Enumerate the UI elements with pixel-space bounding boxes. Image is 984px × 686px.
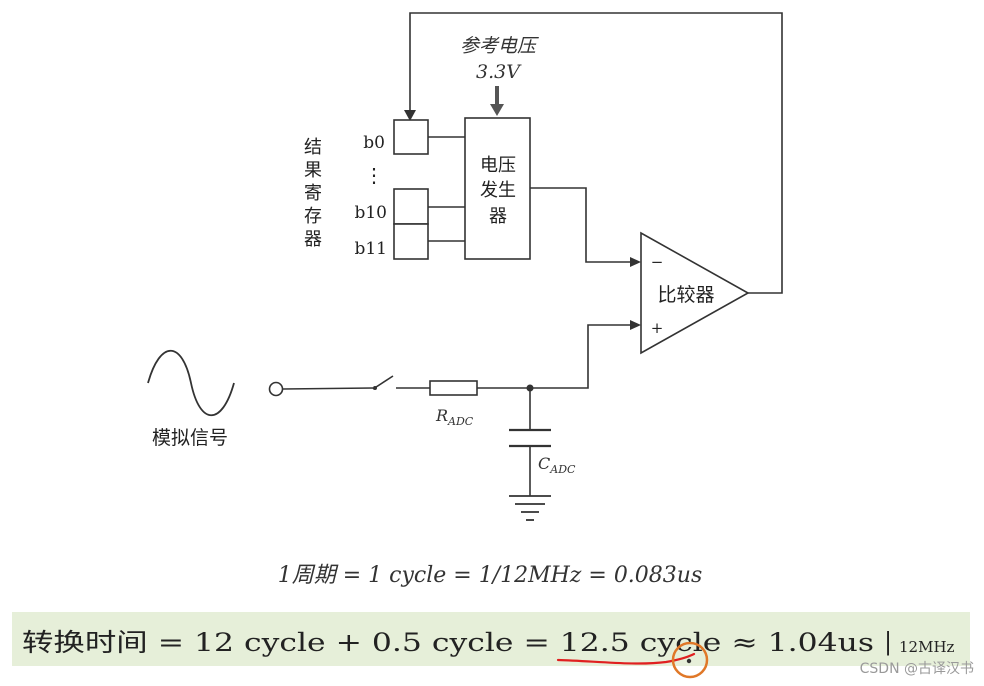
resistor-label: RADC (435, 406, 474, 428)
reference-voltage-value: 3.3V (476, 61, 522, 83)
analog-signal-label: 模拟信号 (152, 427, 228, 449)
watermark-text: CSDN @古译汉书 (860, 661, 974, 677)
register-bit-b11 (393, 223, 429, 260)
comparator-label: 比较器 (657, 284, 714, 306)
conversion-time-formula: 转换时间 = 12 cycle + 0.5 cycle = 12.5 cycle… (22, 628, 874, 657)
conversion-formula-band (12, 612, 970, 666)
formula-frequency-subscript: 12MHz (899, 638, 955, 656)
resistor-label-sub: ADC (447, 415, 474, 428)
bit-label-b11: b11 (354, 239, 387, 259)
register-bit-b0 (393, 119, 429, 155)
register-char-4: 存 (304, 206, 322, 227)
comparator-minus-sign: − (651, 253, 664, 271)
voltage-generator-line-1: 电压 (480, 155, 516, 176)
input-terminal (268, 381, 284, 397)
wire-dac-comparator-minus (530, 187, 632, 263)
register-char-2: 果 (304, 160, 322, 181)
comparator-plus-sign: + (651, 319, 664, 337)
capacitor-label: CADC (538, 454, 576, 476)
feedback-wire (409, 12, 783, 294)
capacitor-label-sub: ADC (549, 463, 576, 476)
reference-voltage-label: 参考电压 (460, 35, 539, 57)
feedback-arrow-icon (404, 110, 416, 121)
period-formula: 1周期 = 1 cycle = 1/12MHz = 0.083us (278, 563, 703, 588)
reference-arrow-icon (490, 104, 504, 116)
bit-label-dots: ⋮ (364, 163, 384, 187)
voltage-generator-block (464, 117, 531, 260)
bit-label-b10: b10 (354, 203, 387, 223)
voltage-generator-line-3: 器 (489, 206, 507, 227)
minus-input-arrow-icon (630, 257, 641, 267)
wire-node-comparator-plus (530, 324, 632, 389)
plus-input-arrow-icon (630, 320, 641, 330)
register-bit-b10 (393, 188, 429, 225)
underline-annotation (556, 652, 696, 665)
bit-label-b0: b0 (363, 133, 385, 153)
result-register-label: 结 果 寄 存 器 (304, 137, 322, 250)
comparator-symbol (640, 231, 750, 355)
capacitor-label-main: C (538, 454, 550, 473)
register-char-1: 结 (304, 137, 322, 158)
resistor-label-main: R (435, 406, 448, 425)
sine-wave-icon (147, 350, 235, 416)
formula-evaluation-bar: | (884, 628, 892, 657)
register-char-5: 器 (304, 229, 322, 250)
cursor-dot-icon (686, 658, 692, 664)
switch-contact (373, 386, 377, 390)
register-char-3: 寄 (304, 183, 322, 204)
input-wire (282, 387, 374, 390)
cursor-highlight-circle (671, 641, 709, 679)
voltage-generator-line-2: 发生 (480, 180, 516, 201)
resistor-symbol (429, 380, 478, 396)
